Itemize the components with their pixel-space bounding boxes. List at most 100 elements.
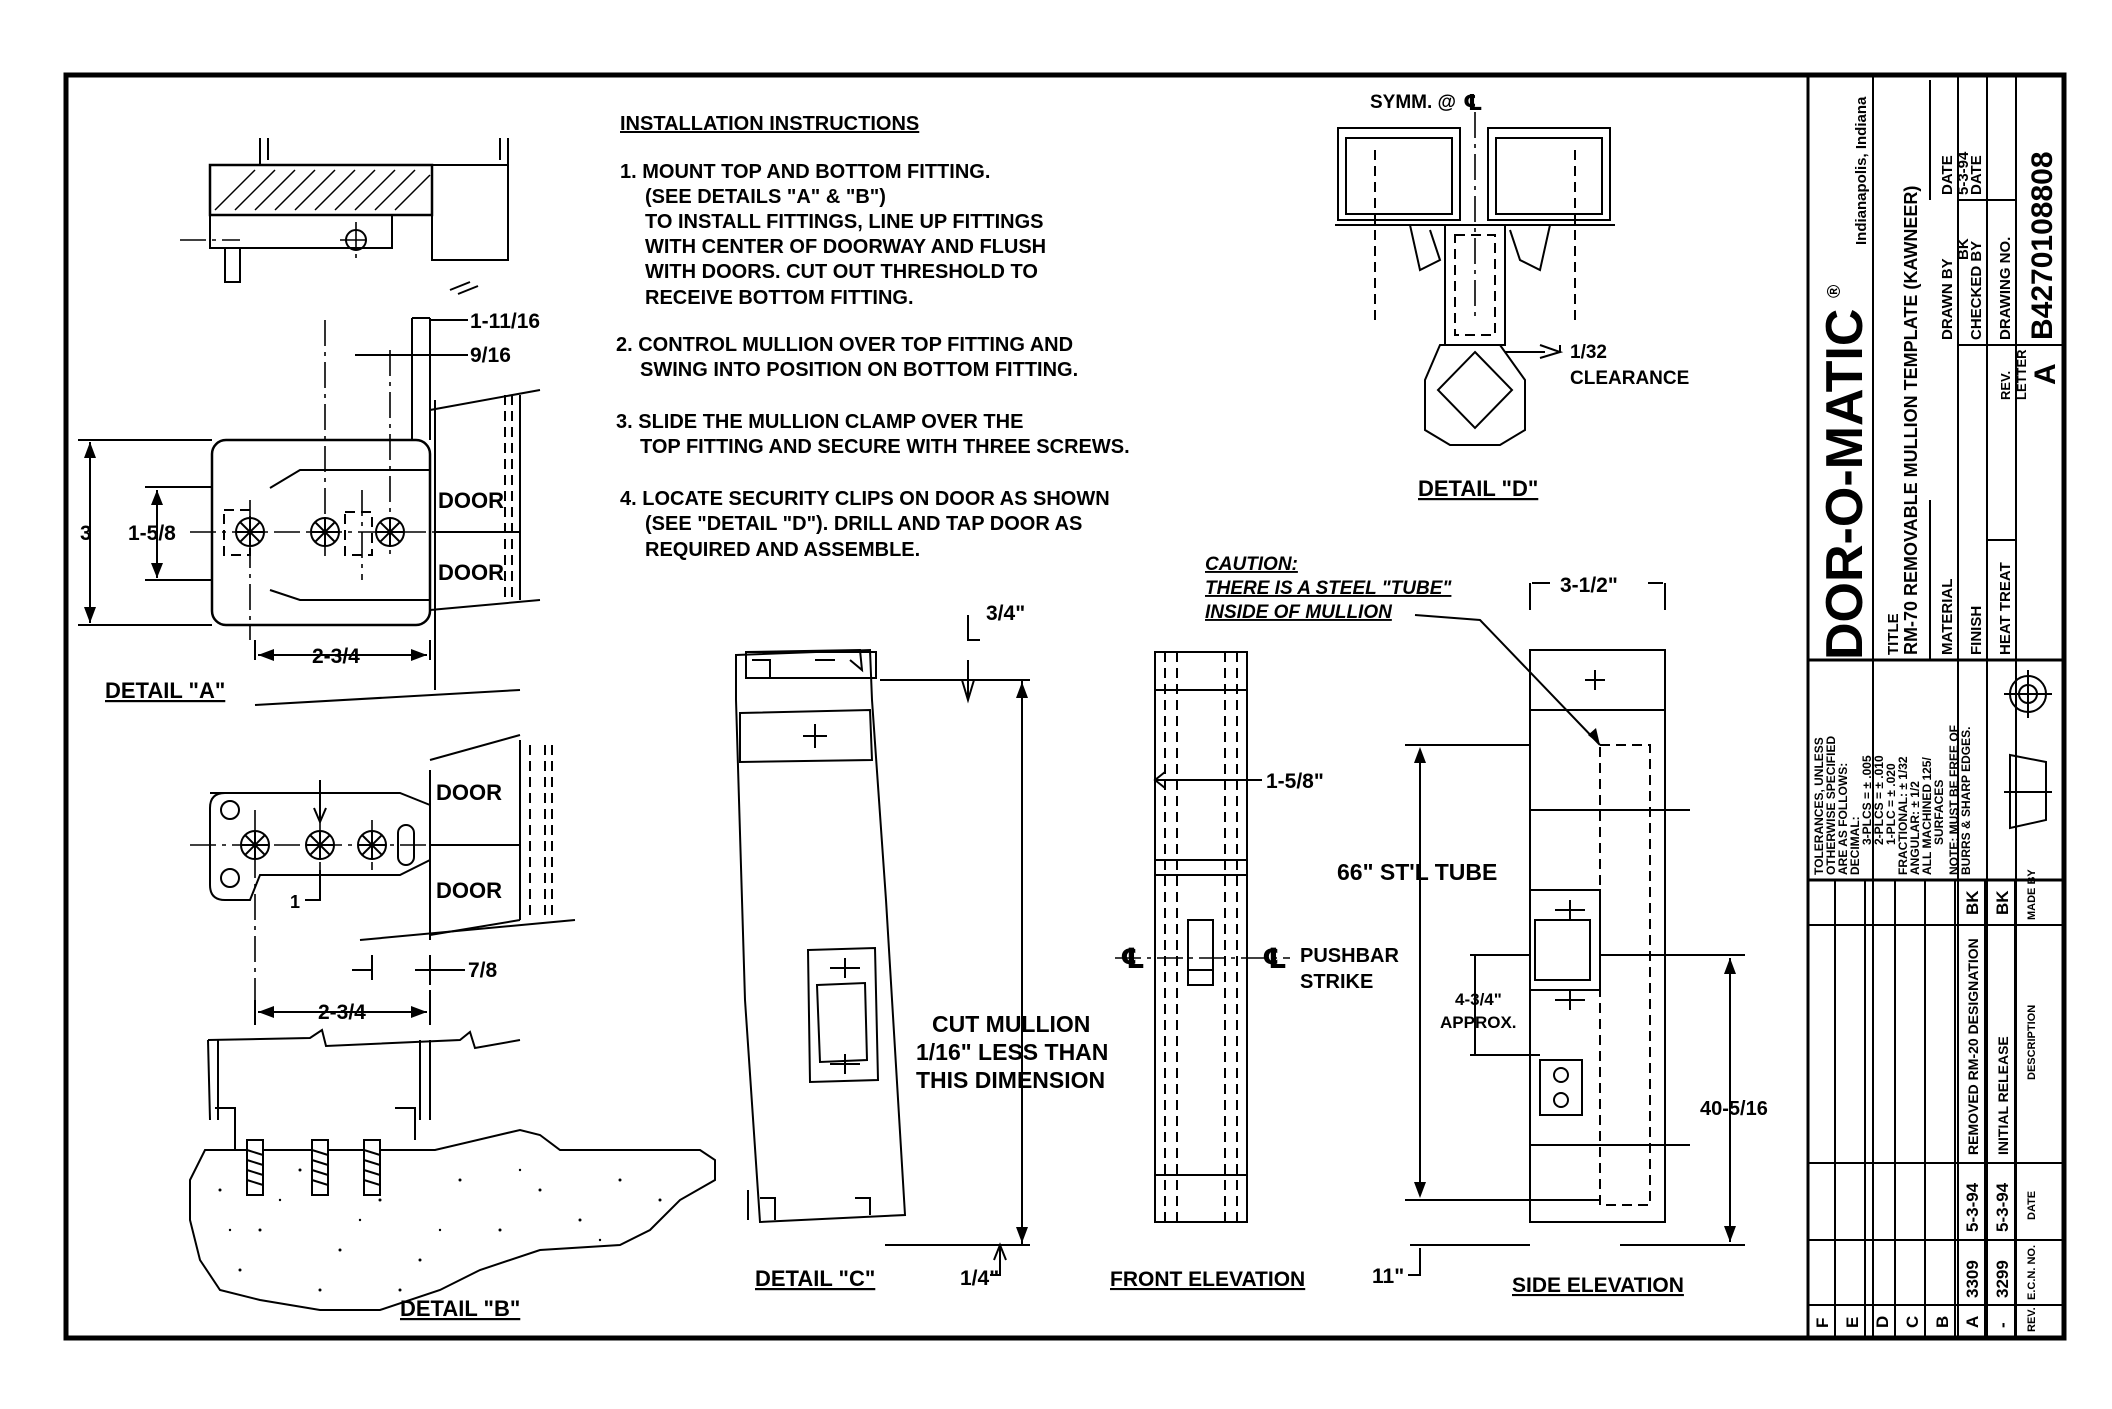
detail-d-label: DETAIL "D"	[1418, 476, 1538, 501]
caution-1: CAUTION:	[1205, 554, 1298, 575]
clearance-1: 1/32	[1570, 342, 1607, 363]
sheet-border	[63, 72, 2067, 1341]
rev-row-b: B	[1933, 1316, 1952, 1328]
detail-b: 1 DOOR DOOR 7/8 2-3/4	[189, 734, 716, 1321]
heat-treat-label: HEAT TREAT	[1997, 562, 2014, 655]
dim-4-3-4: 4-3/4"	[1455, 990, 1502, 1009]
centerline-icon: ℄	[1120, 943, 1145, 974]
side-elevation: CAUTION: THERE IS A STEEL "TUBE" INSIDE …	[1205, 554, 1768, 1297]
tol-3: ARE AS FOLLOWS:	[1836, 763, 1850, 875]
drawn-by-label: DRAWN BY	[1939, 258, 1956, 340]
dim-1-11-16: 1-11/16	[470, 310, 540, 333]
symm-label: SYMM. @	[1370, 92, 1456, 113]
date-label-1: DATE	[1939, 155, 1956, 195]
detail-c-label: DETAIL "C"	[755, 1266, 875, 1291]
concrete-stipple	[218, 1168, 662, 1292]
rev-row-dash: -	[1993, 1322, 2012, 1328]
registered-mark: ®	[1824, 285, 1844, 298]
instructions-heading: INSTALLATION INSTRUCTIONS	[620, 113, 919, 135]
location: Indianapolis, Indiana	[1853, 96, 1870, 245]
tol-12: NOTE: MUST BE FREE OF	[1947, 725, 1961, 875]
front-elevation-label: FRONT ELEVATION	[1110, 1268, 1305, 1291]
anchor-bolts	[246, 1139, 381, 1196]
rev-letter: A	[2029, 363, 2062, 385]
cut-note-3: THIS DIMENSION	[916, 1067, 1105, 1093]
pushbar-1: PUSHBAR	[1300, 945, 1399, 967]
rev-a-desc: REMOVED RM-20 DESIGNATION	[1965, 938, 1981, 1155]
rev-row-f: F	[1813, 1318, 1832, 1328]
step3-line2: TOP FITTING AND SECURE WITH THREE SCREWS…	[640, 436, 1130, 458]
checked-by-label: CHECKED BY	[1968, 241, 1985, 340]
tol-7: 1-PLC = ± .020	[1884, 763, 1898, 845]
rev-header: REV.	[2026, 1307, 2038, 1332]
dim-3-4-c: 3/4"	[986, 602, 1025, 625]
centerline-icon: ℄	[1262, 943, 1287, 974]
detail-a-door-top: DOOR	[438, 488, 504, 513]
detail-a-door-bottom: DOOR	[438, 560, 504, 585]
dim-11: 11"	[1372, 1265, 1404, 1288]
step4-line3: REQUIRED AND ASSEMBLE.	[645, 539, 920, 561]
pushbar-2: STRIKE	[1300, 971, 1373, 993]
detail-d: SYMM. @ ℄ 1/32 CLEARANCE DETAIL "D"	[1335, 90, 1689, 501]
finish-label: FINISH	[1968, 606, 1985, 655]
drawing-number: B4270108808	[2026, 151, 2059, 340]
caution-2: THERE IS A STEEL "TUBE"	[1205, 578, 1452, 599]
drawing-title: RM-70 REMOVABLE MULLION TEMPLATE (KAWNEE…	[1901, 186, 1921, 655]
tol-11: SURFACES	[1932, 780, 1946, 845]
rev-dash-desc: INITIAL RELEASE	[1995, 1036, 2011, 1155]
approx-label: APPROX.	[1440, 1013, 1517, 1032]
dim-1-4-c: 1/4"	[960, 1267, 999, 1290]
detail-a: DOOR DOOR 1-11/16 9/16 3 1-5/8 2-3/4 DET…	[78, 138, 541, 706]
date-header: DATE	[2026, 1191, 2038, 1220]
material-label: MATERIAL	[1939, 579, 1956, 655]
caution-3: INSIDE OF MULLION	[1205, 602, 1393, 623]
step4-line1: 4. LOCATE SECURITY CLIPS ON DOOR AS SHOW…	[620, 488, 1110, 510]
dim-7-8: 7/8	[468, 959, 498, 982]
tol-6: 2-PLCS = ± .010	[1872, 755, 1886, 845]
step2-line1: 2. CONTROL MULLION OVER TOP FITTING AND	[616, 334, 1073, 356]
detail-b-door-bottom: DOOR	[436, 878, 502, 903]
cut-note-2: 1/16" LESS THAN	[916, 1039, 1108, 1065]
third-angle-projection-icon	[2004, 670, 2052, 830]
dim-3: 3	[80, 522, 92, 545]
rev-label: REV.	[1998, 371, 2013, 400]
rev-dash-date: 5-3-94	[1993, 1182, 2012, 1232]
date-label-2: DATE	[1968, 155, 1985, 195]
rev-a-by: BK	[1963, 890, 1982, 915]
rev-a-ecn: 3309	[1963, 1260, 1982, 1298]
step1-line3: TO INSTALL FITTINGS, LINE UP FITTINGS	[645, 211, 1044, 233]
detail-c: 3/4" 1/4" CUT MULLION 1/16" LESS THAN TH…	[735, 602, 1108, 1291]
rev-dash-by: BK	[1993, 890, 2012, 915]
rev-dash-ecn: 3299	[1993, 1260, 2012, 1298]
tol-13: BURRS & SHARP EDGES.	[1959, 727, 1973, 875]
tol-2: OTHERWISE SPECIFIED	[1824, 736, 1838, 875]
detail-a-label: DETAIL "A"	[105, 678, 225, 703]
step1-line1: 1. MOUNT TOP AND BOTTOM FITTING.	[620, 161, 990, 183]
desc-header: DESCRIPTION	[2026, 1005, 2038, 1080]
front-elevation: ℄ ℄ 1-5/8" PUSHBAR STRIKE FRONT ELEVATIO…	[1110, 651, 1497, 1291]
brand-logo: DOR-O-MATIC	[1816, 309, 1874, 660]
madeby-header: MADE BY	[2026, 869, 2038, 920]
tol-1: TOLERANCES, UNLESS	[1812, 737, 1826, 875]
dim-40-5-16: 40-5/16	[1700, 1098, 1768, 1120]
rev-row-e: E	[1843, 1317, 1862, 1328]
step1-line4: WITH CENTER OF DOORWAY AND FLUSH	[645, 236, 1046, 258]
cut-note-1: CUT MULLION	[932, 1011, 1090, 1037]
step3-line1: 3. SLIDE THE MULLION CLAMP OVER THE	[616, 411, 1023, 433]
step4-line2: (SEE "DETAIL "D"). DRILL AND TAP DOOR AS	[645, 513, 1082, 535]
step1-line2: (SEE DETAILS "A" & "B")	[645, 186, 886, 208]
drawing-no-label: DRAWING NO.	[1997, 237, 2014, 340]
rev-row-a: A	[1963, 1316, 1982, 1328]
drawn-by: BK	[1955, 238, 1972, 260]
dim-1: 1	[290, 892, 300, 912]
step2-line2: SWING INTO POSITION ON BOTTOM FITTING.	[640, 359, 1078, 381]
dim-9-16: 9/16	[470, 344, 511, 367]
date-1: 5-3-94	[1955, 151, 1972, 195]
tol-8: FRACTIONAL: ± 1/32	[1896, 756, 1910, 875]
clearance-2: CLEARANCE	[1570, 368, 1689, 389]
dim-1-5-8: 1-5/8	[128, 522, 176, 545]
dim-2-3-4-b: 2-3/4	[318, 1001, 366, 1024]
tol-5: 3-PLCS = ± .005	[1860, 755, 1874, 845]
detail-b-label: DETAIL "B"	[400, 1296, 520, 1321]
